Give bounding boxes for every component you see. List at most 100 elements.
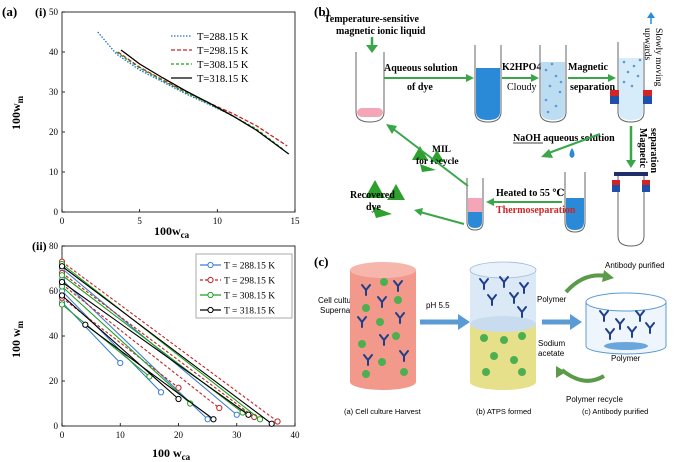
recovered-label-2: dye bbox=[366, 202, 382, 213]
heated-label: Heated to 55 ℃ bbox=[496, 188, 564, 199]
tsmil-label-1: Temperature-sensitive bbox=[324, 14, 420, 25]
cylinder-purified-top bbox=[585, 292, 667, 312]
magnet-left bbox=[610, 90, 619, 104]
plot-ii-ytick-label: 60 bbox=[49, 286, 59, 296]
plot-i-series-line bbox=[97, 31, 226, 113]
cell-particle bbox=[510, 356, 518, 364]
cell-particle bbox=[392, 332, 400, 340]
antibody-icon bbox=[395, 312, 405, 324]
plot-ii-point bbox=[245, 411, 252, 418]
particle bbox=[548, 84, 552, 88]
particle bbox=[544, 98, 548, 102]
naoh-arrow bbox=[545, 133, 601, 155]
plot-ii-point bbox=[216, 404, 223, 412]
plot-ii-legend: T = 288.15 K T = 298.15 K T = 308.15 K T… bbox=[195, 253, 293, 319]
antibody-icon bbox=[399, 350, 409, 362]
curved-arrow-top-head bbox=[602, 270, 614, 282]
legend-label-288: T=288.15 K bbox=[197, 32, 249, 43]
tube-4-glass bbox=[617, 42, 645, 123]
plot-i-legend: T=288.15 K T=298.15 K T=308.15 K T=318.1… bbox=[171, 32, 249, 85]
arrow-step1-head bbox=[466, 74, 474, 82]
plot-ii-point bbox=[157, 389, 165, 396]
cell-particle bbox=[480, 334, 488, 342]
plot-ii-point bbox=[82, 321, 89, 328]
plot-ii-tie-line bbox=[84, 324, 214, 420]
curved-arrow-bottom-head bbox=[556, 366, 566, 378]
slowly-moving-label: Slowly movingupwards bbox=[642, 28, 663, 87]
plot-ii-point bbox=[117, 359, 124, 367]
arrow-to-recovered bbox=[419, 211, 465, 225]
antibody-icon bbox=[363, 354, 373, 366]
plot-ii-point bbox=[268, 420, 275, 427]
tube-5 bbox=[612, 172, 650, 247]
mag-sep-vertical-label: Magneticseparation bbox=[637, 128, 659, 173]
plot-ii-point bbox=[58, 292, 66, 299]
curved-arrow-top bbox=[564, 273, 607, 294]
antibody-icon bbox=[499, 276, 509, 288]
antibody-icon bbox=[377, 296, 387, 308]
plot-ii-point bbox=[274, 418, 281, 425]
recycle-dye-arc-1 bbox=[365, 180, 385, 198]
cylinder-purified-pool bbox=[604, 342, 648, 350]
cylinder-harvest-bottom bbox=[350, 374, 416, 390]
plot-i-frame bbox=[61, 11, 296, 213]
plot-i-ytick-label: 10 bbox=[49, 167, 59, 177]
cylinder-purified bbox=[585, 292, 667, 355]
antibody-icon bbox=[519, 282, 529, 294]
arrow-to-recovered-head bbox=[414, 208, 423, 216]
plot-ii-point bbox=[233, 411, 240, 418]
particle bbox=[546, 110, 550, 114]
naoh-label: NaOH aqueous solution bbox=[513, 133, 615, 144]
plot-ii-point bbox=[146, 373, 153, 380]
particle bbox=[632, 64, 636, 68]
legend-marker-318-ii bbox=[207, 306, 214, 314]
plot-ii-xtick-label: 10 bbox=[116, 430, 126, 440]
ph-arrow-head bbox=[458, 314, 470, 330]
antibody-icon bbox=[379, 334, 389, 346]
plot-i-series-line bbox=[115, 51, 285, 151]
plot-ii-series bbox=[58, 258, 281, 427]
recycle-arc-1 bbox=[412, 146, 428, 160]
tube-3-glass bbox=[539, 45, 567, 123]
plot-ii-point bbox=[175, 384, 182, 391]
plot-ii-tie-line bbox=[61, 286, 191, 404]
panel-c: (c) Cell culture Supernatant pH 5.5 Poly… bbox=[314, 254, 667, 416]
atps-arrow-head bbox=[570, 314, 582, 330]
legend-label-298-ii: T = 298.15 K bbox=[224, 277, 275, 287]
sodium-label-1: Sodium bbox=[538, 339, 565, 348]
legend-label-308: T=308.15 K bbox=[197, 60, 249, 71]
recycle-icon-dye bbox=[365, 180, 405, 218]
upward-arrow-head bbox=[647, 12, 655, 18]
recycle-dye-arc-3 bbox=[372, 206, 392, 218]
antibody-icon bbox=[645, 322, 655, 334]
particle bbox=[622, 60, 626, 64]
cell-particle bbox=[362, 370, 370, 378]
antibody-icon bbox=[487, 294, 497, 306]
caption-purified: (c) Antibody purified bbox=[582, 407, 648, 416]
cloudy-label: Cloudy bbox=[507, 82, 536, 93]
particle bbox=[636, 74, 640, 78]
cylinder-atps-contents bbox=[479, 276, 529, 376]
plot-ii-tie-line bbox=[61, 265, 273, 425]
caption-atps: (b) ATPS formed bbox=[476, 407, 531, 416]
antibody-icon bbox=[627, 326, 637, 338]
plot-i-ytick-label: 20 bbox=[49, 127, 59, 137]
plot-ii-point bbox=[210, 416, 217, 423]
antibody-icon bbox=[615, 318, 625, 330]
plot-ii-point bbox=[58, 263, 66, 270]
arrow-to-tube1 bbox=[391, 127, 469, 187]
legend-label-288-ii: T = 288.15 K bbox=[224, 262, 275, 272]
plot-i-series bbox=[97, 31, 290, 155]
plot-ii-point bbox=[256, 416, 264, 423]
tube-5-magnet-right bbox=[642, 180, 650, 192]
panel-c-label: (c) bbox=[314, 254, 328, 269]
plot-ii-ytick-label: 0 bbox=[54, 421, 59, 431]
plot-ii-point bbox=[58, 272, 66, 279]
particle bbox=[558, 90, 562, 94]
plot-ii-tie-line bbox=[61, 295, 179, 400]
ph-label: pH 5.5 bbox=[426, 301, 450, 310]
tube-2-liquid bbox=[476, 68, 500, 120]
tube-5-glass bbox=[617, 174, 645, 247]
